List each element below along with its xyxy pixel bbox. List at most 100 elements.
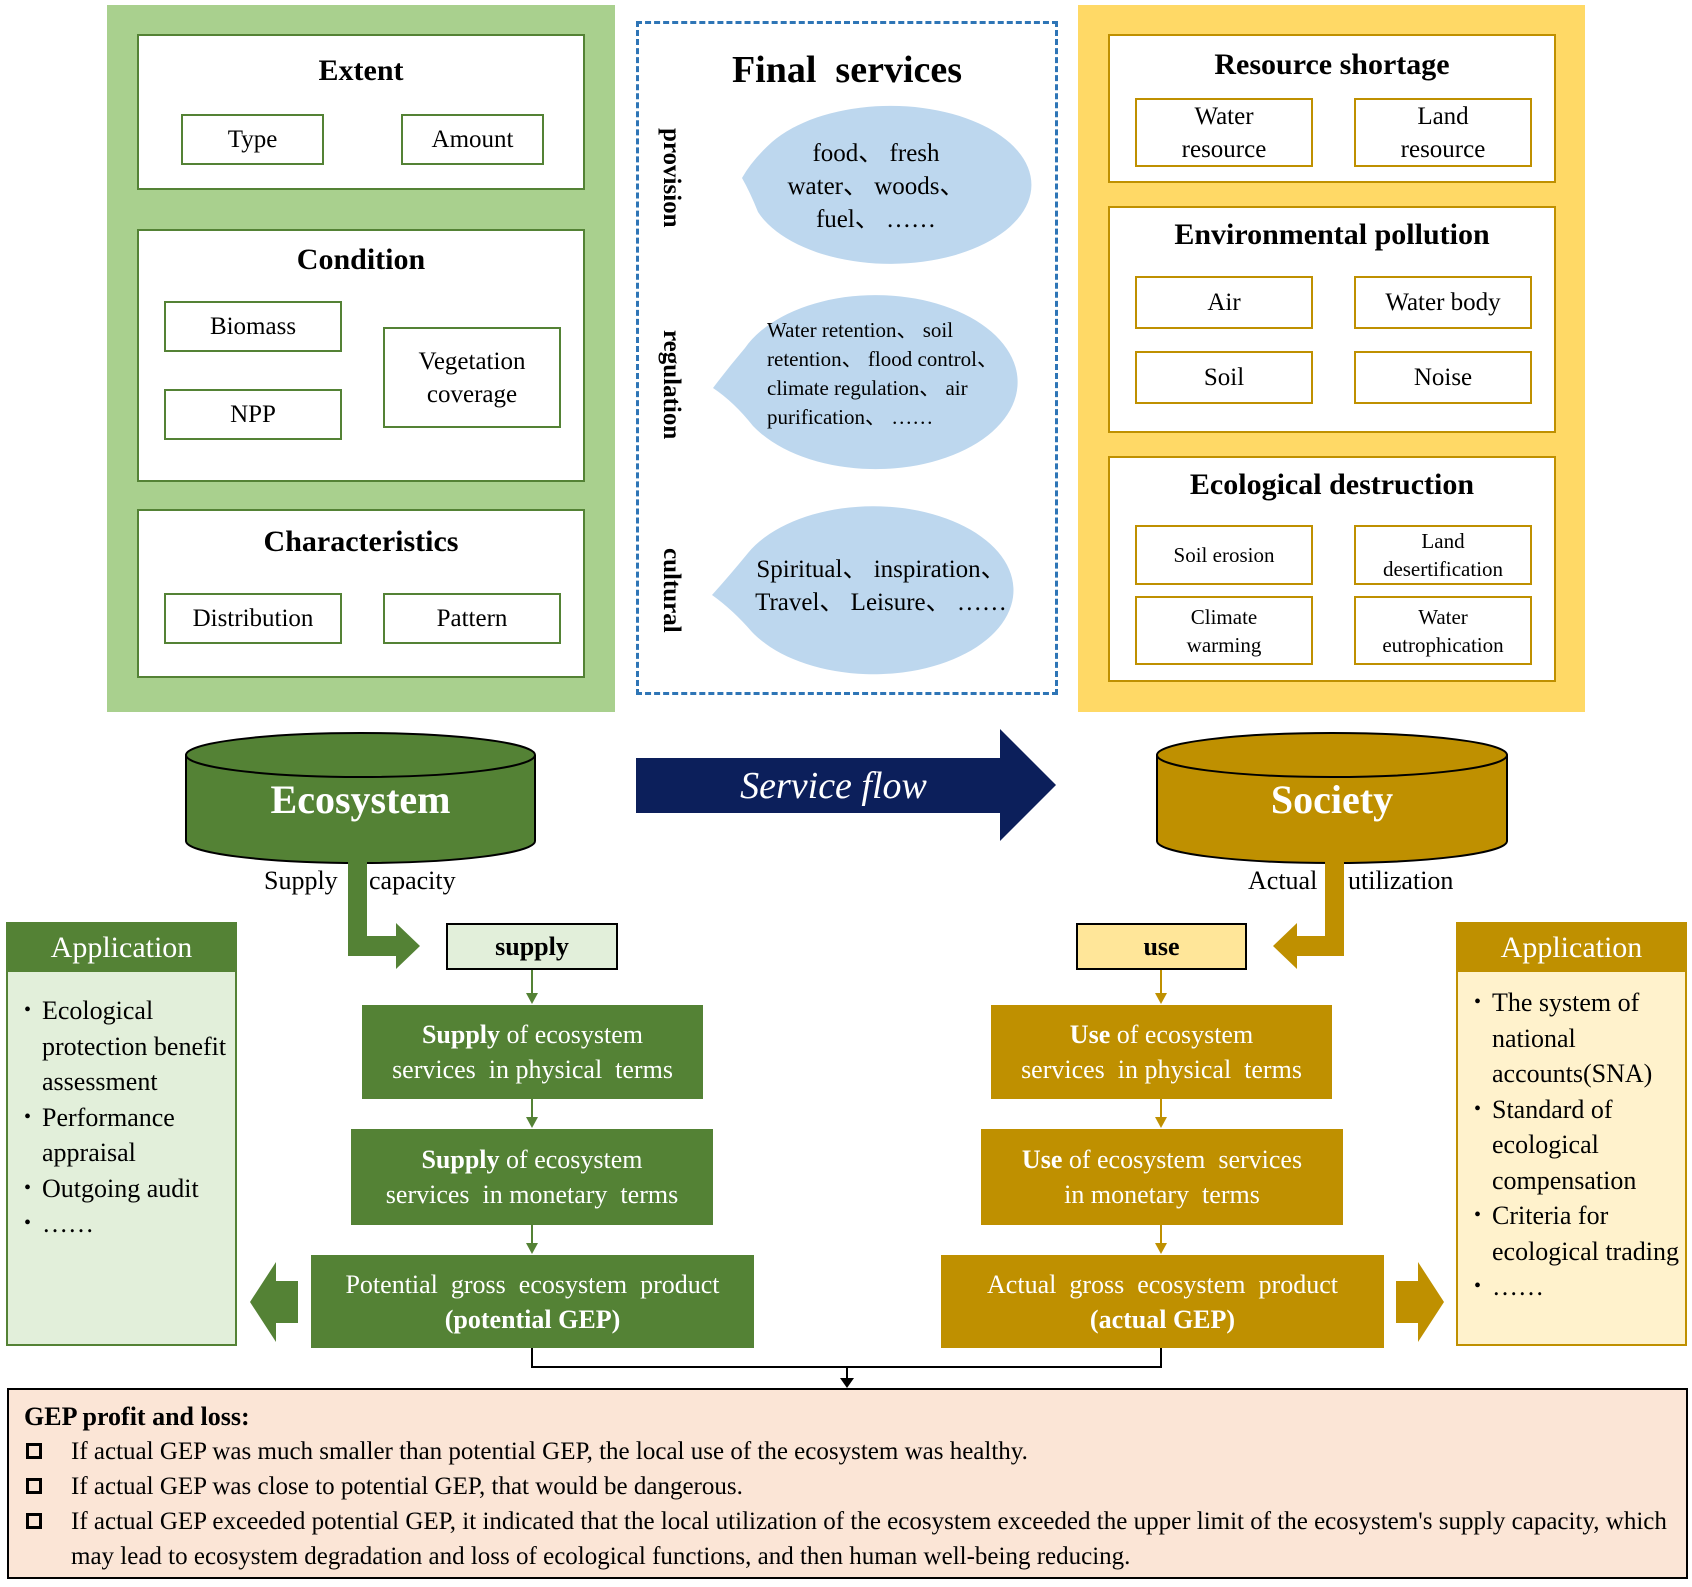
use-monetary-box: Use of ecosystem services in monetary te… — [981, 1129, 1343, 1225]
cultural-label: cultural — [658, 548, 685, 633]
supply-physical-rest1: of ecosystem — [500, 1020, 644, 1049]
service-bubbles — [712, 105, 1032, 675]
water-resource-box: Water resource — [1135, 98, 1313, 167]
capacity-word: capacity — [369, 866, 456, 895]
supply-physical-bold: Supply — [421, 1020, 501, 1049]
square-bullet-icon — [26, 1478, 42, 1494]
condition-box: Condition Biomass NPP Vegetation coverag… — [137, 229, 585, 482]
cultural-bubble — [712, 506, 1014, 675]
actual-utilization-arrow — [1273, 840, 1344, 969]
gep-merge-arrowhead — [840, 1378, 854, 1388]
supply-monetary-rest2: services in monetary terms — [385, 1180, 679, 1209]
application-left-item: …… — [22, 1206, 227, 1242]
water-eutrophication-box: Water eutrophication — [1354, 596, 1532, 665]
gep-item: If actual GEP was much smaller than pote… — [24, 1434, 1672, 1469]
right-application-arrow — [1396, 1262, 1444, 1342]
gep-item: If actual GEP was close to potential GEP… — [24, 1469, 1672, 1504]
final-services-title: Final services — [731, 49, 963, 91]
application-right-list: The system of national accounts(SNA) Sta… — [1472, 985, 1682, 1305]
supply-physical-box: Supply of ecosystem services in physical… — [362, 1005, 703, 1099]
characteristics-distribution-box: Distribution — [164, 593, 342, 644]
cultural-text: Spiritual、 inspiration、 Travel、 Leisure、… — [755, 556, 1007, 616]
extent-type-box: Type — [181, 114, 324, 165]
ecological-destruction-title: Ecological destruction — [1189, 468, 1475, 501]
environmental-pollution-title: Environmental pollution — [1174, 218, 1490, 251]
soil-erosion-box: Soil erosion — [1135, 525, 1313, 585]
gep-item-text: If actual GEP exceeded potential GEP, it… — [71, 1508, 1667, 1570]
gep-merge-connector — [531, 1347, 1162, 1380]
application-right-item: Standard of ecological compensation — [1472, 1092, 1682, 1199]
environmental-pollution-box: Environmental pollution Air Water body S… — [1108, 206, 1556, 433]
regulation-text: Water retention、 soil retention、 flood c… — [767, 318, 998, 429]
application-left-list: Ecological protection benefit assessment… — [22, 993, 227, 1242]
square-bullet-icon — [26, 1443, 42, 1459]
use-physical-rest1: of ecosystem — [1110, 1020, 1254, 1049]
supply-monetary-rest1: of ecosystem — [499, 1145, 643, 1174]
condition-biomass-box: Biomass — [164, 301, 342, 352]
application-left-item: Performance appraisal — [22, 1100, 227, 1171]
potential-gep-box: Potential gross ecosystem product (poten… — [311, 1255, 754, 1348]
water-body-box: Water body — [1354, 276, 1532, 329]
condition-vegetation-box: Vegetation coverage — [383, 327, 561, 428]
gep-profit-loss-box: GEP profit and loss: If actual GEP was m… — [7, 1388, 1688, 1579]
regulation-bubble — [713, 295, 1018, 470]
resource-shortage-title: Resource shortage — [1214, 48, 1450, 81]
square-bullet-icon — [26, 1513, 42, 1529]
land-resource-box: Land resource — [1354, 98, 1532, 167]
land-desertification-box: Land desertification — [1354, 525, 1532, 585]
potential-gep-line2: (potential GEP) — [444, 1304, 621, 1334]
gep-item: If actual GEP exceeded potential GEP, it… — [24, 1504, 1672, 1574]
extent-title: Extent — [318, 54, 404, 87]
ecosystem-label: Ecosystem — [270, 776, 451, 822]
application-right-item: …… — [1472, 1269, 1682, 1305]
provision-bubble — [742, 105, 1032, 264]
application-left-title: Application — [8, 924, 235, 972]
resource-shortage-box: Resource shortage Water resource Land re… — [1108, 34, 1556, 183]
society-cylinder — [1156, 732, 1508, 864]
use-chain-connectors — [1155, 969, 1167, 1254]
extent-amount-box: Amount — [401, 114, 544, 165]
provision-label: provision — [658, 128, 685, 228]
supply-tag: supply — [446, 923, 618, 970]
potential-gep-line1: Potential gross ecosystem product — [345, 1269, 720, 1299]
characteristics-box: Characteristics Distribution Pattern — [137, 509, 585, 678]
application-left-item: Ecological protection benefit assessment — [22, 993, 227, 1100]
ecological-destruction-box: Ecological destruction Soil erosion Land… — [1108, 456, 1556, 682]
application-right-item: The system of national accounts(SNA) — [1472, 985, 1682, 1092]
supply-chain-connectors — [526, 969, 538, 1254]
ecosystem-cylinder — [185, 732, 536, 864]
use-physical-rest2: services in physical terms — [1021, 1055, 1302, 1084]
gep-item-text: If actual GEP was close to potential GEP… — [71, 1473, 743, 1500]
application-left-item: Outgoing audit — [22, 1171, 227, 1207]
extent-box: Extent Type Amount — [137, 34, 585, 190]
final-services-panel: Final services — [636, 21, 1058, 695]
use-monetary-rest2: in monetary terms — [1064, 1180, 1260, 1209]
soil-box: Soil — [1135, 351, 1313, 404]
supply-capacity-arrow — [348, 840, 420, 969]
noise-box: Noise — [1354, 351, 1532, 404]
supply-monetary-bold: Supply — [421, 1145, 500, 1174]
supply-monetary-box: Supply of ecosystem services in monetary… — [351, 1129, 713, 1225]
condition-title: Condition — [296, 243, 426, 276]
provision-text: food、 fresh water、 woods、 fuel、 …… — [787, 140, 965, 233]
gep-item-text: If actual GEP was much smaller than pote… — [71, 1438, 1028, 1465]
left-application-arrow — [250, 1262, 298, 1342]
supply-word: Supply — [264, 866, 338, 895]
actual-gep-box: Actual gross ecosystem product (actual G… — [941, 1255, 1384, 1348]
characteristics-pattern-box: Pattern — [383, 593, 561, 644]
climate-warming-box: Climate warming — [1135, 596, 1313, 665]
use-physical-box: Use of ecosystem services in physical te… — [991, 1005, 1332, 1099]
application-right-title: Application — [1458, 924, 1685, 972]
service-flow-arrow — [636, 729, 1056, 841]
use-monetary-rest1: of ecosystem services — [1062, 1145, 1303, 1174]
application-left-panel: Application Ecological protection benefi… — [6, 922, 237, 1346]
application-right-item: Criteria for ecological trading — [1472, 1198, 1682, 1269]
regulation-label: regulation — [658, 330, 685, 440]
condition-npp-box: NPP — [164, 389, 342, 440]
use-monetary-bold: Use — [1021, 1145, 1063, 1174]
actual-word: Actual — [1248, 866, 1318, 895]
actual-gep-line1: Actual gross ecosystem product — [987, 1269, 1338, 1299]
service-flow-label: Service flow — [740, 764, 927, 807]
actual-gep-line2: (actual GEP) — [1089, 1304, 1236, 1334]
